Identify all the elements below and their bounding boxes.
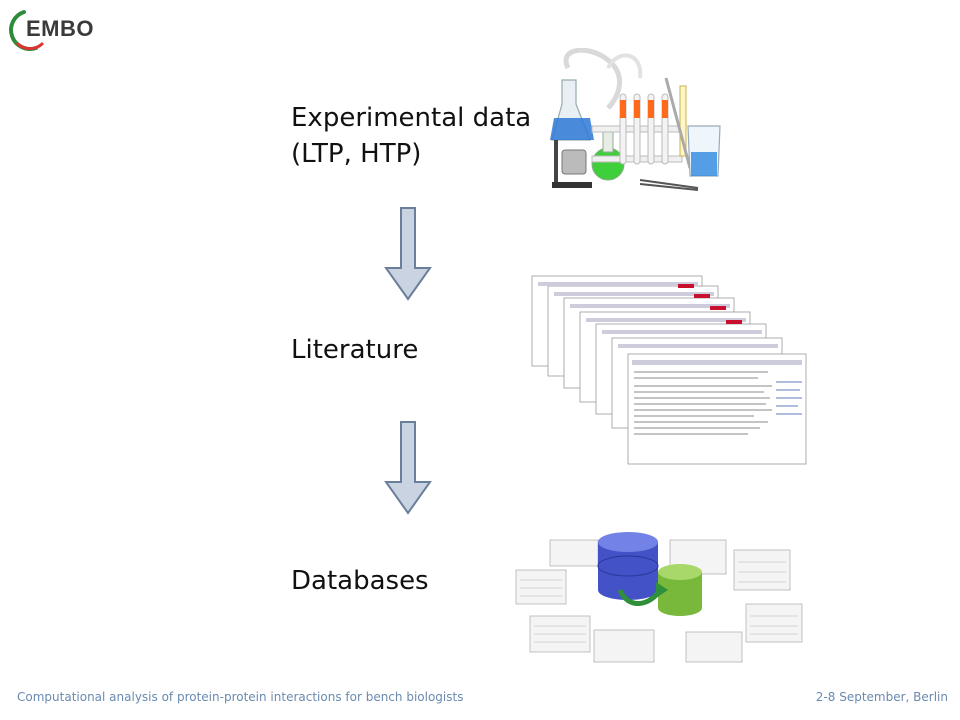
database-cylinders-image <box>515 532 803 663</box>
literature-pages-image <box>531 275 807 465</box>
logo-ring-icon <box>9 10 44 51</box>
databases-label: Databases <box>291 566 429 596</box>
footer-course-title: Computational analysis of protein-protei… <box>17 690 464 704</box>
lab-glassware-image <box>550 48 721 191</box>
logo-text: EMBO <box>26 16 94 41</box>
literature-label: Literature <box>291 335 419 365</box>
embo-logo: EMBO <box>6 4 94 54</box>
experimental-data-line2: (LTP, HTP) <box>291 139 422 169</box>
experimental-data-label: Experimental data (LTP, HTP) <box>291 100 531 172</box>
down-arrow-icon <box>384 421 432 515</box>
footer-date-location: 2-8 September, Berlin <box>815 690 948 704</box>
experimental-data-line1: Experimental data <box>291 103 532 133</box>
down-arrow-icon <box>384 207 432 301</box>
